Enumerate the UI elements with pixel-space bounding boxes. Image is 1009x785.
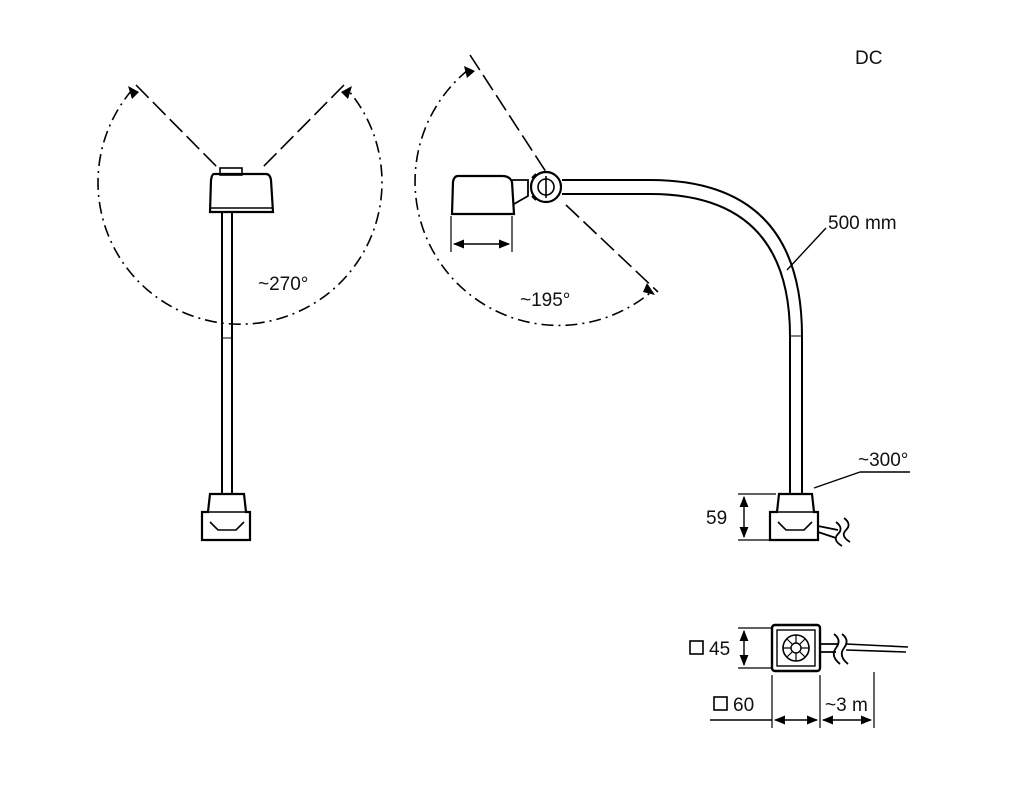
arm-length-label: 500 mm [828,213,897,234]
lamp-base-left [200,492,252,542]
angle-guide-left [135,84,219,169]
tilt-angle-label: ~195° [520,290,570,311]
swivel-angle-label: ~270° [258,274,308,295]
base-square [770,623,822,673]
base-rotation-label: ~300° [858,450,908,471]
base-top-view [689,623,909,728]
variant-label: DC [855,48,882,69]
tilt-guide-upper [469,54,549,176]
tilt-arc-195 [414,69,651,327]
square-small-label: 45 [709,639,730,660]
gooseneck-arm [562,179,803,494]
arc-arrow-right [341,86,352,99]
swivel-joint [529,170,563,204]
base-height-label: 59 [706,508,727,529]
lamp-head-left [208,172,275,214]
right-lamp-view [414,54,910,547]
lamp-base-right [768,492,820,542]
cable-length-label: ~3 m [825,695,868,716]
arc-arrow-left [128,86,139,99]
square-large-label: 60 [733,695,754,716]
tilt-guide-lower [565,204,659,293]
tilt-arrow-top [464,66,475,78]
lamp-head-right [450,174,516,216]
angle-guide-right [261,84,345,169]
tilt-arrow-bottom [643,283,655,295]
left-lamp-view [97,84,383,542]
swivel-arc-270 [97,89,383,325]
